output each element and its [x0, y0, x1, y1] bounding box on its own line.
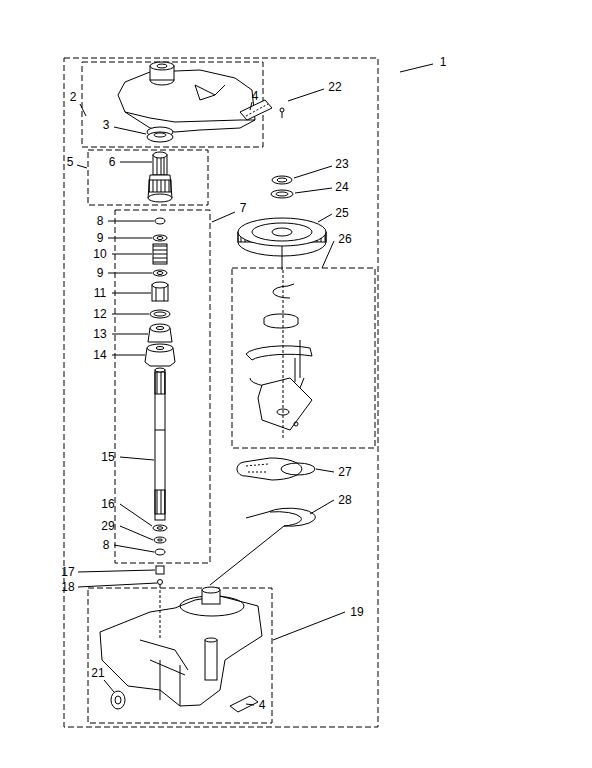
callout-number: 7 [239, 201, 248, 215]
leader-lines [77, 64, 433, 705]
callout-number: 11 [93, 286, 107, 300]
callout-number: 15 [100, 450, 115, 464]
callout-number: 18 [60, 580, 75, 594]
callout-number: 13 [92, 327, 107, 341]
callout-number: 22 [327, 80, 342, 94]
callout-number: 17 [60, 565, 75, 579]
callout-number: 4 [258, 698, 267, 712]
callout-number: 10 [92, 247, 107, 261]
callout-number: 27 [337, 465, 352, 479]
callout-number: 3 [102, 118, 111, 132]
callout-number: 8 [96, 214, 105, 228]
shifter-assembly [246, 270, 312, 440]
callout-number: 28 [337, 493, 352, 507]
drive-gear [238, 218, 326, 270]
callout-number: 25 [334, 206, 349, 220]
callout-number: 26 [337, 232, 352, 246]
callout-number: 14 [92, 348, 107, 362]
callout-number: 19 [349, 605, 364, 619]
spring [246, 508, 315, 526]
callout-number: 16 [100, 497, 115, 511]
pinion [148, 152, 172, 202]
shaft-parts [145, 218, 175, 366]
callout-number: 12 [92, 307, 107, 321]
callout-number: 23 [334, 157, 349, 171]
callout-number: 2 [69, 90, 78, 104]
callout-number: 29 [100, 519, 115, 533]
shaft [155, 368, 165, 520]
callout-number: 6 [108, 155, 117, 169]
callout-number: 5 [66, 155, 75, 169]
callout-number: 9 [96, 266, 105, 280]
gearcase-cover [118, 62, 284, 132]
gearcase-base [100, 585, 262, 706]
callout-number: 8 [102, 538, 111, 552]
callout-number: 4 [251, 89, 260, 103]
callout-number: 24 [334, 180, 349, 194]
shift-lever [237, 458, 315, 480]
group-outlines [64, 58, 378, 727]
callout-number: 9 [96, 231, 105, 245]
callout-number: 21 [90, 666, 105, 680]
callout-number: 1 [439, 55, 448, 69]
